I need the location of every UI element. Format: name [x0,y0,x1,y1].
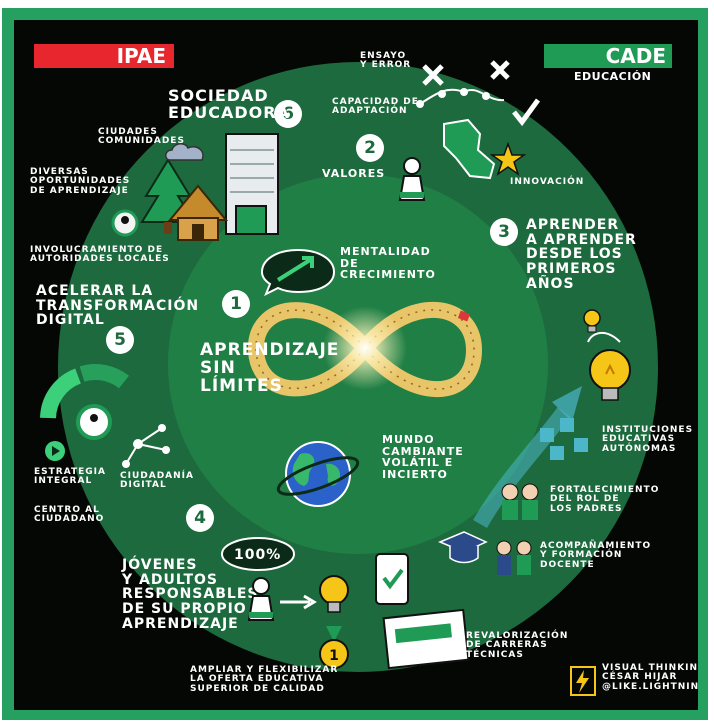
number-6: 6 [274,100,302,128]
capacidad-label: CAPACIDAD DE ADAPTACIÓN [332,97,419,117]
cloud-icon [165,143,204,161]
peru-map-icon [443,118,496,180]
growth-arrow-icon [473,386,582,528]
revalorizacion-label: REVALORIZACIÓN DE CARRERAS TÉCNICAS [466,631,569,660]
number-1: 1 [222,290,250,318]
hut-icon [167,184,229,241]
cade-subtitle: EDUCACIÓN [574,70,652,83]
number-3: 3 [490,218,518,246]
estrategia-label: ESTRATEGIA INTEGRAL [34,467,106,487]
cade-logo: CADE [544,44,672,68]
student-pawn-icon [247,577,275,621]
infinity-icon [248,302,483,398]
pawn-icon [398,157,426,201]
aprender-label: APRENDER A APRENDER DESDE LOS PRIMEROS A… [526,217,637,292]
acelerar-label: ACELERAR LA TRANSFORMACIÓN DIGITAL [36,283,200,329]
growth-chat-icon [260,248,336,297]
credit-label: VISUAL THINKING CÉSAR HIJAR @LIKE.LIGHTN… [602,663,698,692]
involucramiento-label: INVOLUCRAMIENTO DE AUTORIDADES LOCALES [30,245,170,265]
percent-label: 100% [234,547,282,563]
ipae-logo: IPAE [34,44,174,68]
jovenes-label: JÓVENES Y ADULTOS RESPONSABLES DE SU PRO… [122,557,259,632]
ciudades-label: CIUDADES COMUNIDADES [98,127,185,147]
percent-bubble-icon [221,537,295,571]
number-4: 4 [186,504,214,532]
idea-bulb-icon [319,575,349,613]
ensayo-label: ENSAYO Y ERROR [360,51,412,71]
mentalidad-label: MENTALIDAD DE CRECIMIENTO [340,245,436,282]
innovacion-label: INNOVACIÓN [510,177,585,187]
progress-arc-icon [40,364,150,440]
star-icon [489,141,527,176]
teachers-icon [496,540,532,575]
instituciones-label: INSTITUCIONES EDUCATIVAS AUTÓNOMAS [602,425,694,454]
network-icon [122,424,170,468]
center-title: APRENDIZAJE SIN LÍMITES [200,340,340,396]
phone-check-icon [375,553,409,605]
lightning-icon [570,666,596,696]
sociedad-label: SOCIEDAD EDUCADORA [168,86,290,122]
parents-icon [501,483,539,520]
medal-icon: 1 [319,626,349,669]
ciudadania-label: CIUDADANÍA DIGITAL [120,471,194,491]
mundo-label: MUNDO CAMBIANTE VOLÁTIL E INCIERTO [382,433,464,481]
fortalecimiento-label: FORTALECIMIENTO DEL ROL DE LOS PADRES [550,485,660,514]
arrow-right-icon [280,594,317,610]
acompanamiento-label: ACOMPAÑAMIENTO Y FORMACIÓN DOCENTE [540,541,652,570]
number-5: 5 [106,326,134,354]
valores-label: VALORES [322,167,386,180]
blocks-icon [540,418,588,460]
globe-icon [276,441,360,507]
ampliar-label: AMPLIAR Y FLEXIBILIZAR LA OFERTA EDUCATI… [190,665,339,694]
infographic-board: IPAE CADE EDUCACIÓN APRENDIZAJE SIN LÍMI… [14,20,698,710]
trial-error-icon [416,60,541,127]
lightbulb-icon [583,309,631,401]
number-2: 2 [356,134,384,162]
building-icon [225,133,279,235]
svg-text:1: 1 [329,648,339,664]
play-icon [45,441,65,461]
diversas-label: DIVERSAS OPORTUNIDADES DE APRENDIZAJE [30,167,131,196]
centro-label: CENTRO AL CIUDADANO [34,505,105,525]
graduation-cap-icon [438,531,488,564]
certificate-icon [382,608,470,670]
person-icon [111,209,139,237]
